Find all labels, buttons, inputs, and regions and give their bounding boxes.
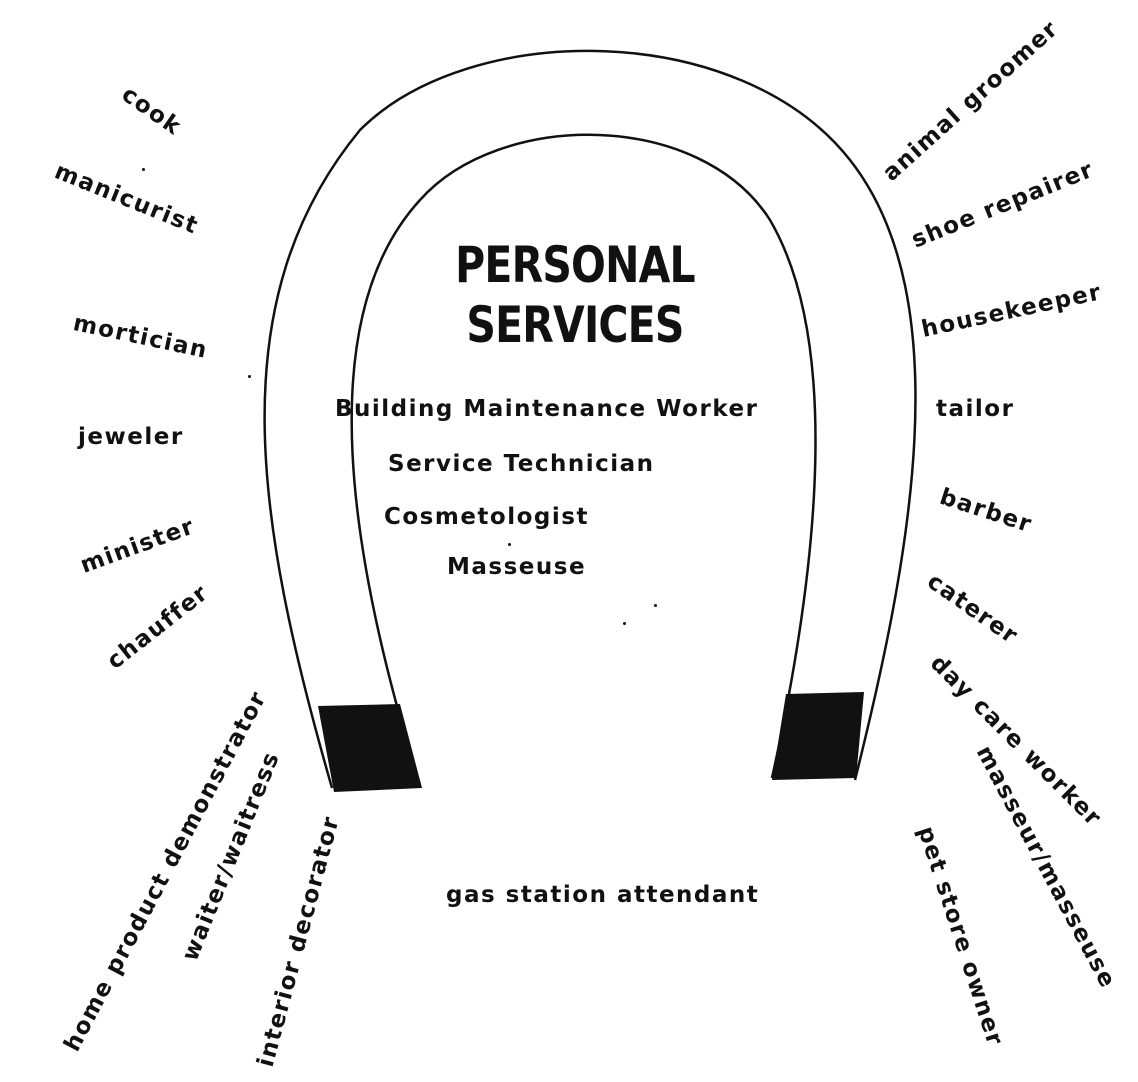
bottom-occupation-label: gas station attendant [446,882,760,908]
magnet-outer-edge [263,49,917,789]
magnet-inner-edge [350,133,817,786]
inner-item-cosmetologist: Cosmetologist [384,504,589,530]
speck [142,168,145,171]
magnet-left-pole [318,704,422,792]
occupation-tailor: tailor [936,396,1015,422]
inner-item-masseuse: Masseuse [447,554,587,580]
speck [654,604,657,607]
diagram-title-line2: SERVICES [466,296,684,354]
inner-item-building-maintenance: Building Maintenance Worker [335,396,759,422]
speck [248,375,251,378]
speck [623,622,626,625]
magnet-right-pole [772,692,864,780]
diagram-title-line1: PERSONAL [455,236,695,294]
inner-item-service-technician: Service Technician [388,451,655,477]
speck [508,543,511,546]
occupation-jeweler: jeweler [78,424,184,450]
